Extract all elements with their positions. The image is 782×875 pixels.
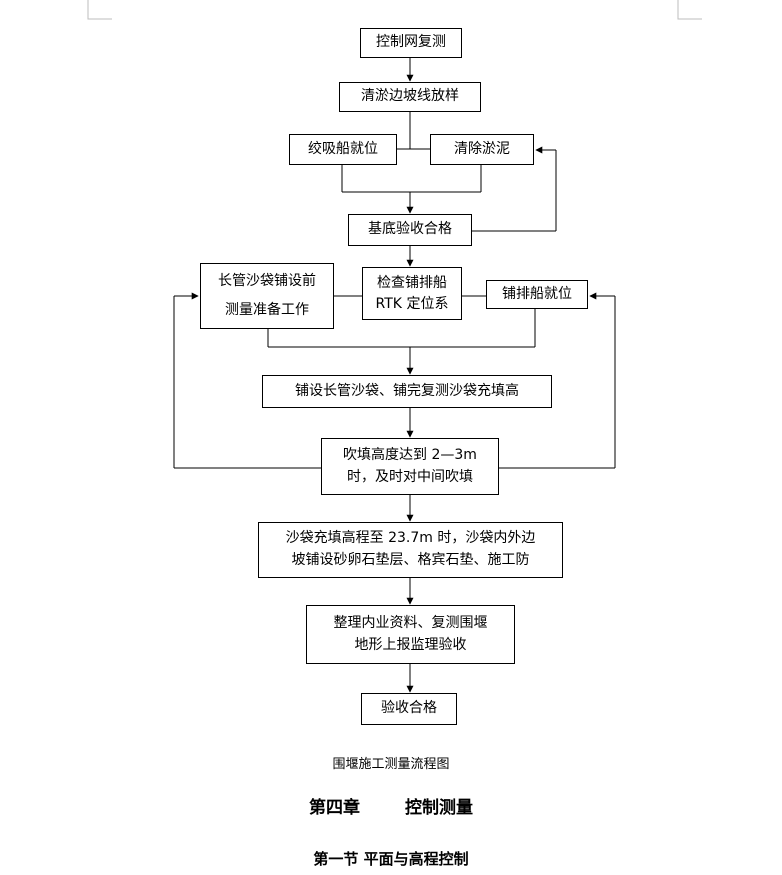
step-final-acceptance: 验收合格 (361, 693, 457, 725)
box-line: 长管沙袋铺设前 (218, 272, 316, 289)
step-long-tube-sandbag-prep: 长管沙袋铺设前 测量准备工作 (200, 263, 334, 329)
page-corner-mark-left (87, 0, 112, 20)
step-organize-data-report: 整理内业资料、复测围堰 地形上报监理验收 (306, 605, 515, 664)
step-lay-long-tube-sandbags: 铺设长管沙袋、铺完复测沙袋充填高 (262, 375, 552, 408)
step-fill-height-reached: 吹填高度达到 2—3m 时，及时对中间吹填 (321, 438, 499, 495)
box-line: 验收合格 (381, 700, 437, 717)
step-clear-silt-slope-staking: 清淤边坡线放样 (339, 82, 481, 112)
box-line: 测量准备工作 (225, 302, 309, 318)
step-remove-silt: 清除淤泥 (430, 134, 534, 165)
box-line: 铺设长管沙袋、铺完复测沙袋充填高 (295, 382, 519, 399)
box-line: 清除淤泥 (454, 140, 510, 157)
box-line: 坡铺设砂卵石垫层、格宾石垫、施工防 (291, 552, 530, 568)
box-line: 检查铺排船 (377, 275, 447, 292)
box-line: 清淤边坡线放样 (361, 88, 459, 105)
step-check-rtk-positioning: 检查铺排船 RTK 定位系 (362, 267, 462, 320)
box-line: 沙袋充填高程至 23.7m 时，沙袋内外边 (285, 530, 536, 547)
figure-caption: 围堰施工测量流程图 (332, 757, 450, 772)
box-line: 吹填高度达到 2—3m (343, 446, 477, 463)
step-base-acceptance: 基底验收合格 (348, 214, 472, 246)
box-line: 时，及时对中间吹填 (347, 468, 473, 485)
box-line: 地形上报监理验收 (354, 636, 467, 653)
flowchart-connectors (173, 58, 616, 693)
page-corner-mark-right (677, 0, 702, 20)
box-line: 绞吸船就位 (308, 140, 378, 157)
chapter-title: 控制测量 (405, 798, 473, 818)
box-line: 控制网复测 (376, 34, 446, 51)
step-cutter-suction-ship-in-position: 绞吸船就位 (289, 134, 397, 165)
box-line: RTK 定位系 (375, 295, 449, 312)
box-line: 整理内业资料、复测围堰 (333, 614, 488, 631)
section-heading: 第一节 平面与高程控制 (313, 850, 469, 868)
step-laying-ship-in-position: 铺排船就位 (486, 280, 588, 309)
box-line: 基底验收合格 (368, 221, 452, 238)
chapter-number: 第四章 (309, 798, 360, 818)
step-sandbag-fill-elevation: 沙袋充填高程至 23.7m 时，沙袋内外边 坡铺设砂卵石垫层、格宾石垫、施工防 (258, 522, 563, 578)
step-control-network-resurvey: 控制网复测 (360, 28, 462, 58)
box-line: 铺排船就位 (502, 285, 572, 302)
